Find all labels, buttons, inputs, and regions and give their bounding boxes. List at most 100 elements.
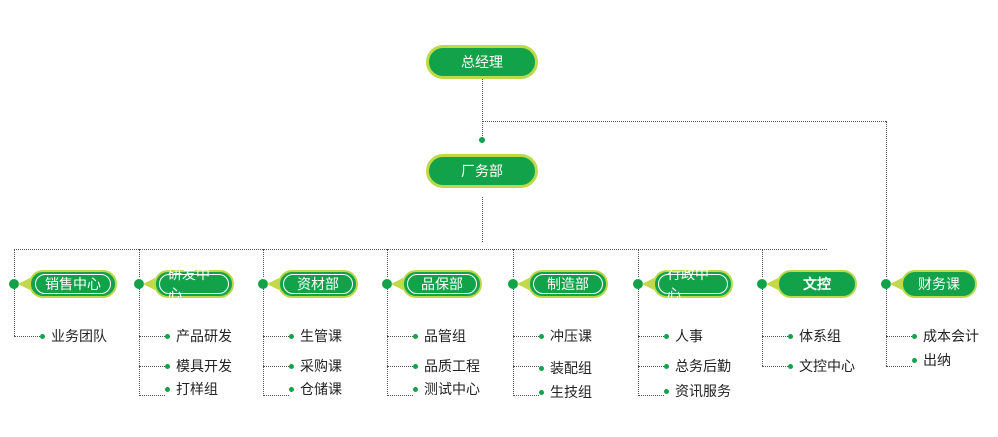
sub-item: 打样组 (165, 380, 218, 398)
sub-label: 资讯服务 (675, 384, 731, 400)
sub-label: 产品研发 (176, 329, 232, 345)
dept-label: 文控 (803, 277, 831, 293)
bullet-icon (912, 333, 917, 339)
sub-label: 模具开发 (176, 359, 232, 375)
connector-dept-2 (139, 249, 140, 277)
connector-node-dot (479, 137, 485, 143)
dept-label: 资材部 (283, 274, 353, 294)
dept-dot-icon (757, 279, 767, 289)
connector-dept-6 (638, 249, 639, 277)
sub-item: 文控中心 (788, 357, 855, 375)
sub-label: 生技组 (550, 385, 592, 401)
sub-item: 冲压课 (539, 327, 592, 345)
sub-item: 总务后勤 (664, 357, 731, 375)
connector-sub-5 (513, 288, 514, 396)
bullet-icon (165, 363, 170, 369)
sub-label: 品质工程 (424, 359, 480, 375)
connector-sub-4 (387, 288, 388, 396)
bullet-icon (539, 333, 544, 339)
bullet-icon (289, 333, 294, 339)
sub-tick (638, 336, 664, 337)
connector-sub-3 (263, 288, 264, 396)
dept-pill: 研发中心 (154, 267, 234, 303)
sub-item: 生技组 (539, 383, 592, 401)
sub-item: 成本会计 (912, 327, 979, 345)
sub-label: 采购课 (300, 359, 342, 375)
sub-tick (263, 366, 289, 367)
sub-label: 出纳 (923, 353, 951, 369)
dept-arrow-icon (391, 278, 403, 290)
sub-label: 仓储课 (300, 382, 342, 398)
sub-item: 生管课 (289, 327, 342, 345)
connector-dept-7 (762, 249, 763, 277)
bullet-icon (539, 389, 544, 395)
connector-factory-down (482, 197, 483, 242)
sub-label: 冲压课 (550, 329, 592, 345)
sub-tick (139, 336, 165, 337)
sub-label: 品管组 (424, 329, 466, 345)
sub-tick (513, 395, 539, 396)
sub-label: 装配组 (550, 361, 592, 377)
bullet-icon (413, 386, 418, 392)
dept-dot-icon (633, 279, 643, 289)
dept-pill: 行政中心 (653, 267, 733, 303)
dept-pill: 文控 (777, 270, 857, 298)
bullet-icon (413, 363, 418, 369)
dept-dot-icon (382, 279, 392, 289)
sub-tick (513, 366, 539, 367)
dept-arrow-icon (517, 278, 529, 290)
sub-item: 测试中心 (413, 380, 480, 398)
dept-arrow-icon (18, 278, 30, 290)
sub-item: 仓储课 (289, 380, 342, 398)
connector-dept-5 (513, 249, 514, 277)
dept-arrow-icon (143, 278, 155, 290)
sub-label: 人事 (675, 329, 703, 345)
sub-tick (387, 366, 413, 367)
sub-item: 装配组 (539, 359, 592, 377)
sub-tick (886, 336, 912, 337)
connector-dept-4 (387, 249, 388, 277)
sub-label: 测试中心 (424, 382, 480, 398)
dept-dot-icon (881, 279, 891, 289)
connector-gm-down (482, 78, 483, 142)
sub-item: 品质工程 (413, 357, 480, 375)
sub-label: 文控中心 (799, 359, 855, 375)
sub-item: 采购课 (289, 357, 342, 375)
dept-pill: 制造部 (528, 270, 608, 298)
dept-label: 研发中心 (159, 267, 229, 303)
dept-label: 行政中心 (658, 267, 728, 303)
connector-dept-bus (14, 249, 827, 250)
dept-dot-icon (9, 279, 19, 289)
sub-label: 业务团队 (51, 329, 107, 345)
dept-pill: 资材部 (278, 270, 358, 298)
sub-label: 打样组 (176, 382, 218, 398)
sub-item: 人事 (664, 327, 703, 345)
bullet-icon (40, 333, 45, 339)
sub-tick (14, 336, 40, 337)
sub-label: 体系组 (799, 329, 841, 345)
sub-item: 出纳 (912, 351, 951, 369)
sub-tick (139, 395, 165, 396)
sub-label: 生管课 (300, 329, 342, 345)
bullet-icon (664, 333, 669, 339)
bullet-icon (788, 333, 793, 339)
dept-arrow-icon (890, 278, 902, 290)
sub-tick (638, 366, 664, 367)
sub-label: 成本会计 (923, 329, 979, 345)
sub-tick (762, 336, 788, 337)
sub-tick (139, 366, 165, 367)
dept-arrow-icon (766, 278, 778, 290)
bullet-icon (788, 363, 793, 369)
sub-item: 品管组 (413, 327, 466, 345)
factory-dept-node: 厂务部 (426, 154, 538, 188)
general-manager-node: 总经理 (426, 45, 538, 79)
dept-pill: 销售中心 (29, 270, 117, 298)
dept-dot-icon (258, 279, 268, 289)
sub-tick (387, 395, 413, 396)
dept-dot-icon (508, 279, 518, 289)
bullet-icon (289, 363, 294, 369)
dept-label: 品保部 (407, 274, 477, 294)
connector-sub-8 (886, 288, 887, 366)
sub-tick (387, 336, 413, 337)
connector-sub-1 (14, 288, 15, 336)
